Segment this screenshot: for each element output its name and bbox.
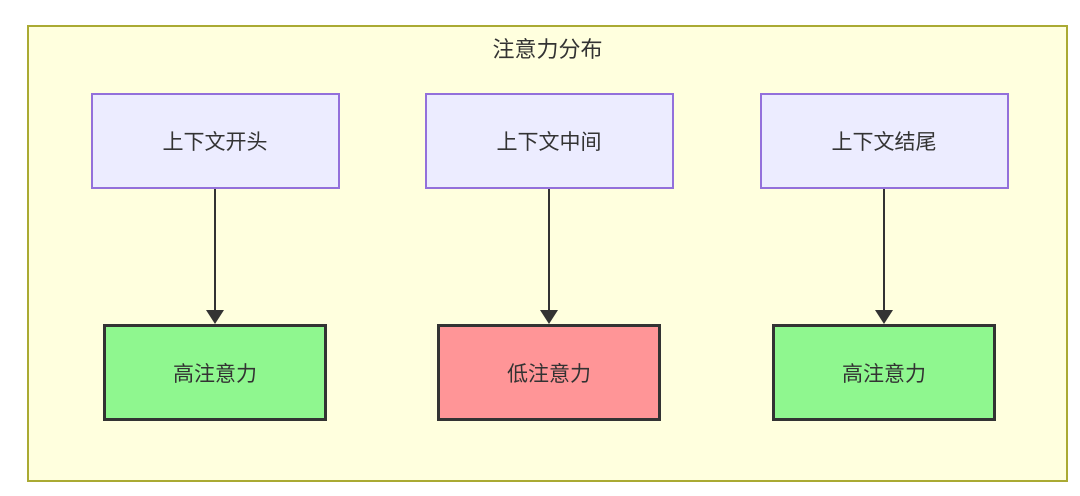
node-context-middle: 上下文中间 [424,93,674,189]
node-context-end-label: 上下文结尾 [831,131,937,154]
arrow-end-to-high [754,189,1014,324]
arrowhead-down-icon [206,310,224,324]
arrowhead-down-icon [540,310,558,324]
node-low-attention: 低注意力 [437,324,661,421]
node-high-attention-right: 高注意力 [772,324,996,421]
node-low-attention-label: 低注意力 [507,362,591,386]
flow-column-context-end: 上下文结尾 高注意力 [754,93,1014,421]
diagram-panel: 注意力分布 上下文开头 高注意力 上下文中间 低注意力 上下文结尾 [27,25,1068,482]
node-high-attention-right-label: 高注意力 [842,362,926,386]
arrow-line [214,189,216,310]
flow-column-context-middle: 上下文中间 低注意力 [419,93,679,421]
node-high-attention-left: 高注意力 [103,324,327,421]
node-context-beginning-label: 上下文开头 [162,131,268,154]
node-context-beginning: 上下文开头 [90,93,340,189]
arrow-middle-to-low [419,189,679,324]
arrow-beginning-to-high [85,189,345,324]
node-high-attention-left-label: 高注意力 [173,362,257,386]
flow-column-context-beginning: 上下文开头 高注意力 [85,93,345,421]
arrow-line [548,189,550,310]
arrow-line [883,189,885,310]
arrowhead-down-icon [875,310,893,324]
node-context-end: 上下文结尾 [759,93,1009,189]
diagram-title: 注意力分布 [492,37,603,62]
node-context-middle-label: 上下文中间 [496,131,602,154]
